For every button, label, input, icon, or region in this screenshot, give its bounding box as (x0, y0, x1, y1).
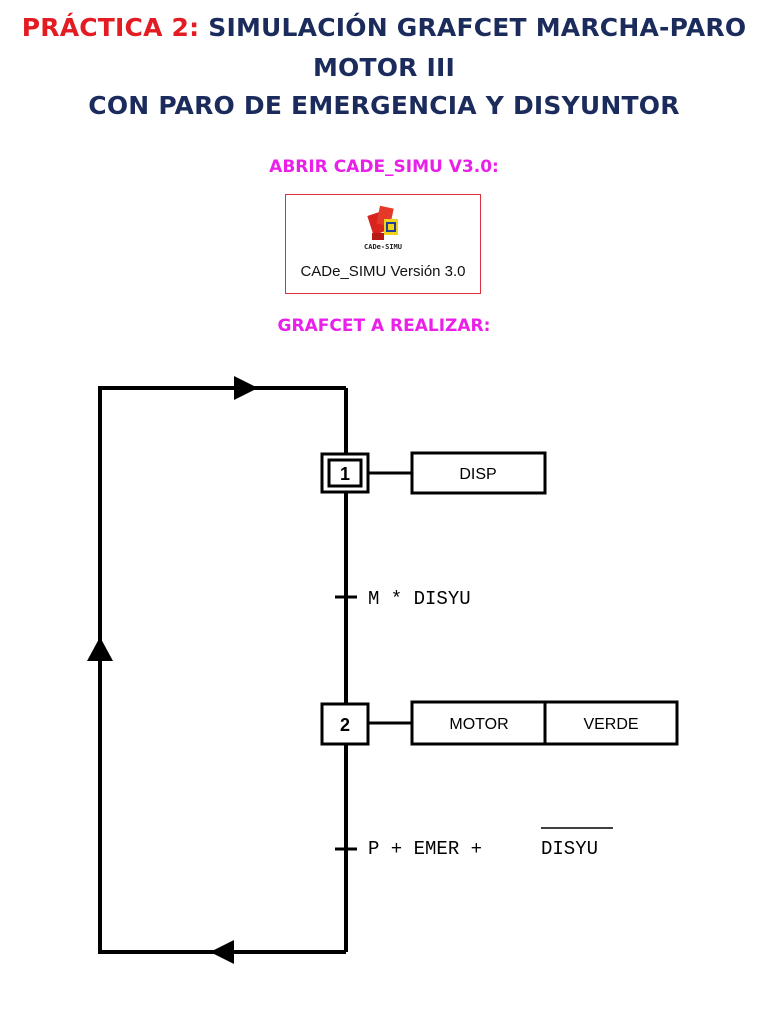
arrow-right-icon (234, 376, 258, 400)
return-loop-line (98, 386, 346, 954)
arrow-up-icon (87, 637, 113, 661)
transition-2-negated-term: DISYU (541, 838, 598, 860)
action-motor-label: MOTOR (449, 716, 508, 733)
section-open-heading: ABRIR CADE_SIMU V3.0: (269, 157, 499, 177)
step-2-number: 2 (340, 715, 350, 735)
action-disp-label: DISP (459, 466, 496, 483)
app-logo-text: CADe-SIMU (364, 243, 402, 251)
page-title-line2: MOTOR III (312, 53, 456, 82)
cadesimu-logo-icon (367, 205, 398, 240)
step-2-actions: MOTOR VERDE (410, 700, 679, 746)
title-text-line1: SIMULACIÓN GRAFCET MARCHA-PARO (199, 13, 747, 42)
step-1: 1 (320, 452, 370, 494)
step-2: 2 (320, 702, 370, 746)
page-title-line3: CON PARO DE EMERGENCIA Y DISYUNTOR (88, 91, 680, 120)
cadesimu-app-shortcut[interactable]: CADe-SIMU CADe_SIMU Versión 3.0 (285, 194, 481, 294)
transition-2-condition: P + EMER + (368, 838, 482, 860)
section-grafcet-heading: GRAFCET A REALIZAR: (277, 316, 491, 336)
arrow-left-icon (210, 940, 234, 964)
app-label: CADe_SIMU Versión 3.0 (300, 263, 466, 280)
action-verde-label: VERDE (583, 716, 638, 733)
page-title-line1: PRÁCTICA 2: SIMULACIÓN GRAFCET MARCHA-PA… (0, 10, 768, 46)
transition-1-condition: M * DISYU (368, 588, 471, 610)
practice-prefix: PRÁCTICA 2: (21, 13, 200, 42)
step-1-action-disp: DISP (410, 451, 547, 495)
step-1-number: 1 (340, 464, 350, 484)
grafcet-diagram: 1 DISP M * DISYU 2 MOTOR VERDE P + EMER … (87, 376, 679, 964)
